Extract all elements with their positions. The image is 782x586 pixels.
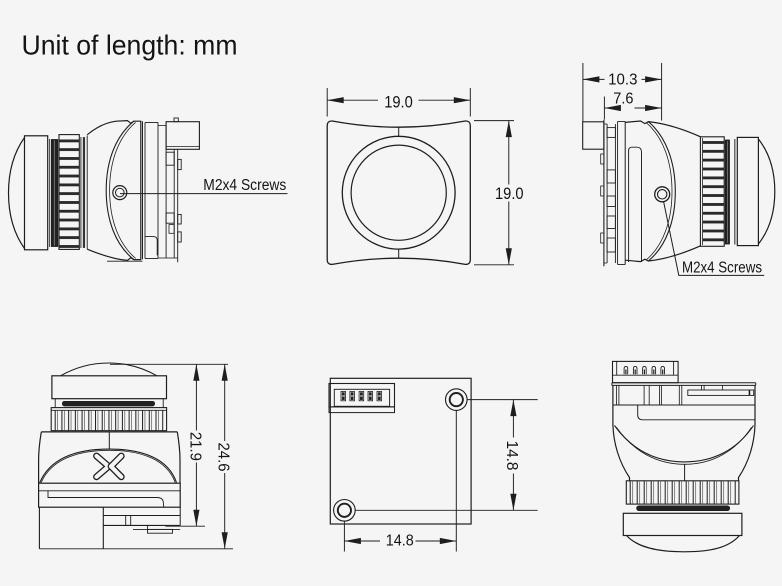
- svg-text:7.6: 7.6: [613, 91, 633, 108]
- svg-text:14.8: 14.8: [503, 441, 520, 471]
- svg-text:Unit of length: mm: Unit of length: mm: [22, 30, 238, 61]
- svg-text:M2x4 Screws: M2x4 Screws: [682, 260, 762, 277]
- svg-text:10.3: 10.3: [608, 72, 637, 89]
- svg-text:19.0: 19.0: [495, 184, 524, 203]
- svg-text:M2x4 Screws: M2x4 Screws: [203, 177, 286, 194]
- svg-text:14.8: 14.8: [386, 532, 414, 549]
- svg-text:21.9: 21.9: [187, 432, 204, 461]
- svg-text:19.0: 19.0: [384, 92, 413, 111]
- svg-text:24.6: 24.6: [215, 443, 232, 472]
